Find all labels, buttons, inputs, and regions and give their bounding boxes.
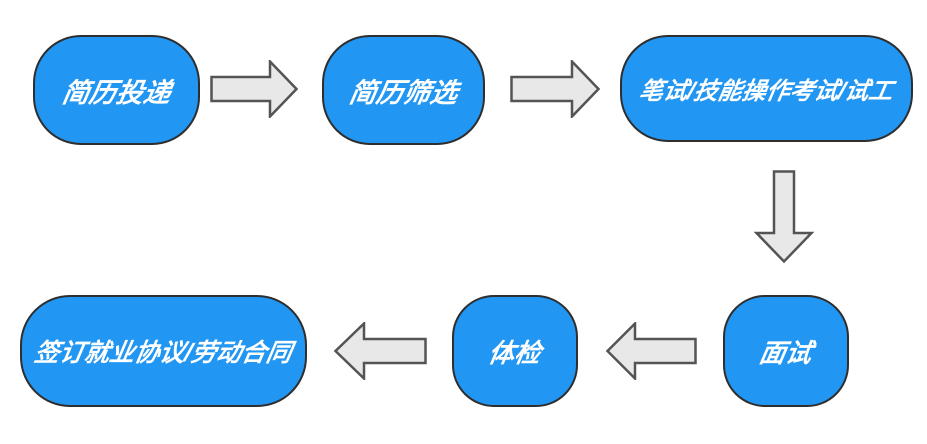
node-resume-submission: 简历投递 [33, 35, 200, 145]
node-sign-contract-label: 签订就业协议/劳动合同 [32, 339, 295, 367]
node-written-skill-test: 笔试/技能操作考试/试工 [620, 35, 913, 142]
node-sign-contract: 签订就业协议/劳动合同 [20, 295, 307, 407]
node-physical-exam-label: 体检 [486, 337, 544, 368]
flow-arrow-right-icon [510, 60, 600, 118]
node-interview-label: 面试 [757, 337, 815, 368]
node-resume-screening: 简历筛选 [322, 35, 485, 145]
node-resume-screening-label: 简历筛选 [346, 77, 460, 108]
node-resume-submission-label: 简历投递 [59, 77, 173, 108]
node-physical-exam: 体检 [452, 295, 578, 407]
flow-arrow-left-icon [333, 322, 427, 380]
flow-arrow-down-icon [753, 170, 815, 264]
node-interview: 面试 [723, 295, 849, 407]
flow-arrow-right-icon [210, 60, 298, 118]
node-written-skill-test-label: 笔试/技能操作考试/试工 [636, 78, 896, 105]
flow-arrow-left-icon [605, 322, 697, 380]
